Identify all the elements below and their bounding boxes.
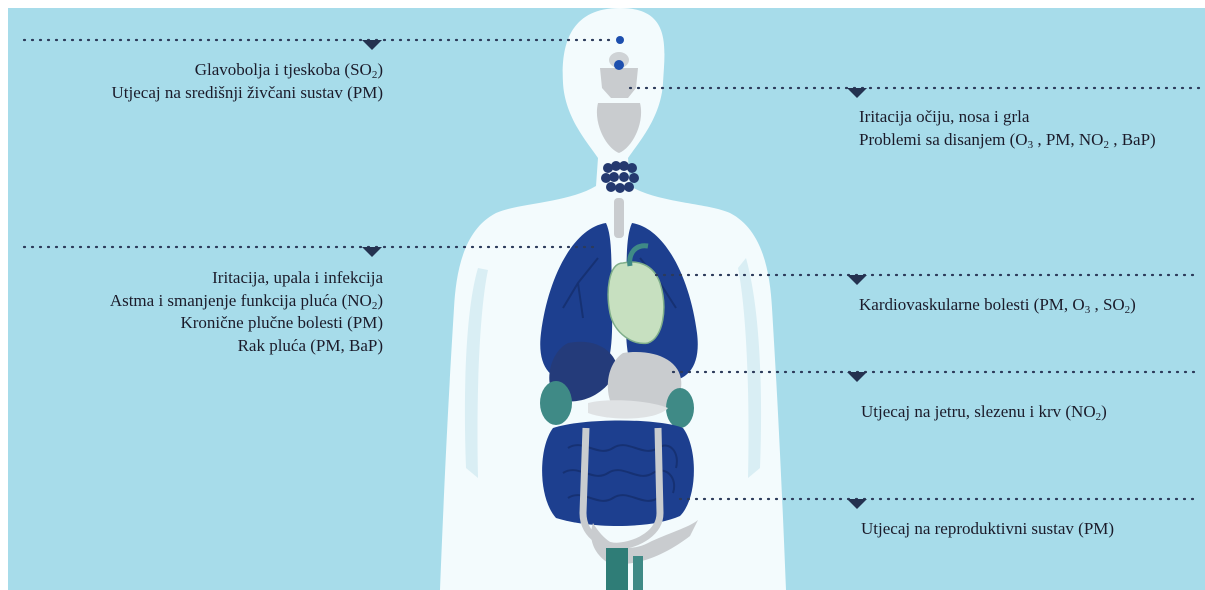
label-heart: Kardiovaskularne bolesti (PM, O3 , SO2): [859, 294, 1136, 317]
label-liver-line1: Utjecaj na jetru, slezenu i krv (NO2): [861, 401, 1107, 424]
label-head: Glavobolja i tjeskoba (SO2) Utjecaj na s…: [112, 59, 383, 104]
eye-icon: [616, 36, 624, 44]
diagram-canvas: Glavobolja i tjeskoba (SO2) Utjecaj na s…: [8, 8, 1205, 590]
label-reproductive: Utjecaj na reproduktivni sustav (PM): [861, 518, 1114, 541]
label-lungs-line3: Kronične plučne bolesti (PM): [110, 312, 383, 335]
label-head-line2: Utjecaj na središnji živčani sustav (PM): [112, 82, 383, 105]
triangle-down-marker: [362, 247, 382, 257]
intestines-icon: [542, 421, 694, 527]
label-lungs-line2: Astma i smanjenje funkcija pluća (NO2): [110, 290, 383, 313]
triangle-down-marker: [847, 372, 867, 382]
triangle-down-marker: [847, 499, 867, 509]
label-head-line1: Glavobolja i tjeskoba (SO2): [112, 59, 383, 82]
pelvic-vessel-icon: [633, 556, 643, 590]
label-liver: Utjecaj na jetru, slezenu i krv (NO2): [861, 401, 1107, 424]
thyroid-icon: [601, 161, 639, 193]
nose-icon: [614, 60, 624, 70]
label-throat-line1: Iritacija očiju, nosa i grla: [859, 106, 1156, 129]
label-lungs-line1: Iritacija, upala i infekcija: [110, 267, 383, 290]
label-reproductive-line1: Utjecaj na reproduktivni sustav (PM): [861, 518, 1114, 541]
spleen-icon: [540, 381, 572, 425]
triangle-down-marker: [847, 275, 867, 285]
label-lungs: Iritacija, upala i infekcija Astma i sma…: [110, 267, 383, 357]
label-throat-line2: Problemi sa disanjem (O3 , PM, NO2 , BaP…: [859, 129, 1156, 152]
triangle-down-marker: [847, 88, 867, 98]
triangle-down-marker: [362, 40, 382, 50]
label-heart-line1: Kardiovaskularne bolesti (PM, O3 , SO2): [859, 294, 1136, 317]
kidney-icon: [666, 388, 694, 428]
spine-icon: [606, 548, 628, 590]
label-throat: Iritacija očiju, nosa i grla Problemi sa…: [859, 106, 1156, 151]
label-lungs-line4: Rak pluća (PM, BaP): [110, 335, 383, 358]
trachea-icon: [614, 198, 624, 238]
